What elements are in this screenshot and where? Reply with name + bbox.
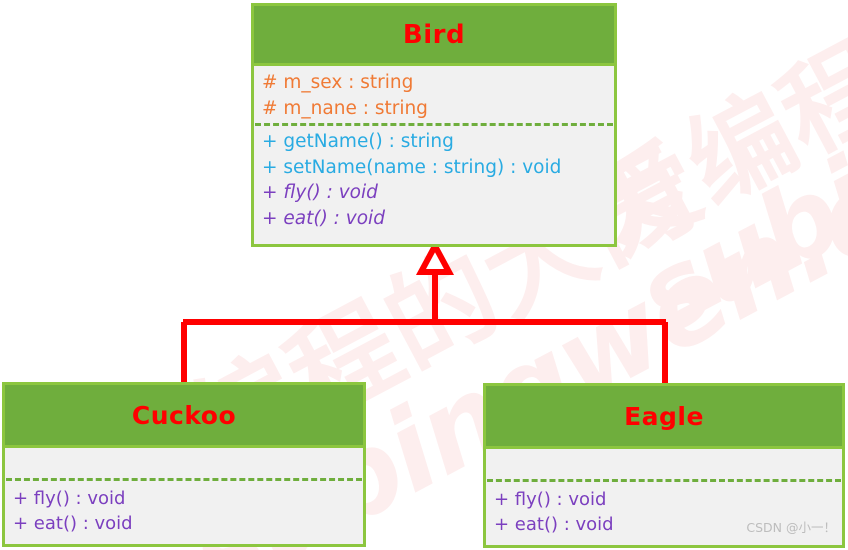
- attributes-section-cuckoo: [5, 448, 363, 478]
- attribute-row: # m_nane : string: [262, 97, 428, 119]
- attributes-section-bird: # m_sex : string # m_nane : string: [254, 66, 614, 123]
- method-row: + eat() : void: [13, 512, 133, 534]
- class-body-eagle: + fly() : void + eat() : void: [486, 449, 842, 545]
- method-row: + getName() : string: [262, 131, 454, 153]
- class-box-cuckoo[interactable]: Cuckoo + fly() : void + eat() : void: [2, 382, 366, 547]
- method-row: + eat() : void: [494, 513, 614, 535]
- methods-section-eagle: + fly() : void + eat() : void: [486, 482, 842, 540]
- class-title-bird: Bird: [254, 6, 614, 66]
- generalization-arrowhead: [415, 239, 455, 275]
- methods-section-cuckoo: + fly() : void + eat() : void: [5, 481, 363, 539]
- csdn-credit-label: CSDN @小一！: [746, 520, 836, 535]
- attribute-row: # m_sex : string: [262, 72, 414, 93]
- class-title-eagle: Eagle: [486, 386, 842, 449]
- method-row: + setName(name : string) : void: [262, 156, 562, 178]
- method-row-abstract: + eat() : void: [262, 207, 385, 229]
- methods-section-bird: + getName() : string + setName(name : st…: [254, 126, 614, 233]
- class-box-bird[interactable]: Bird # m_sex : string # m_nane : string …: [251, 3, 617, 247]
- section-divider: [255, 123, 613, 127]
- section-divider: [487, 479, 841, 482]
- class-body-bird: # m_sex : string # m_nane : string + get…: [254, 66, 614, 244]
- method-row-abstract: + fly() : void: [262, 182, 378, 204]
- method-row: + fly() : void: [13, 488, 126, 509]
- attributes-section-eagle: [486, 449, 842, 479]
- watermark-english-right: subingwen.cn: [618, 0, 848, 360]
- class-box-eagle[interactable]: Eagle + fly() : void + eat() : void: [483, 383, 845, 548]
- section-divider: [6, 478, 362, 481]
- class-title-cuckoo: Cuckoo: [5, 385, 363, 448]
- class-body-cuckoo: + fly() : void + eat() : void: [5, 448, 363, 544]
- method-row: + fly() : void: [494, 489, 607, 510]
